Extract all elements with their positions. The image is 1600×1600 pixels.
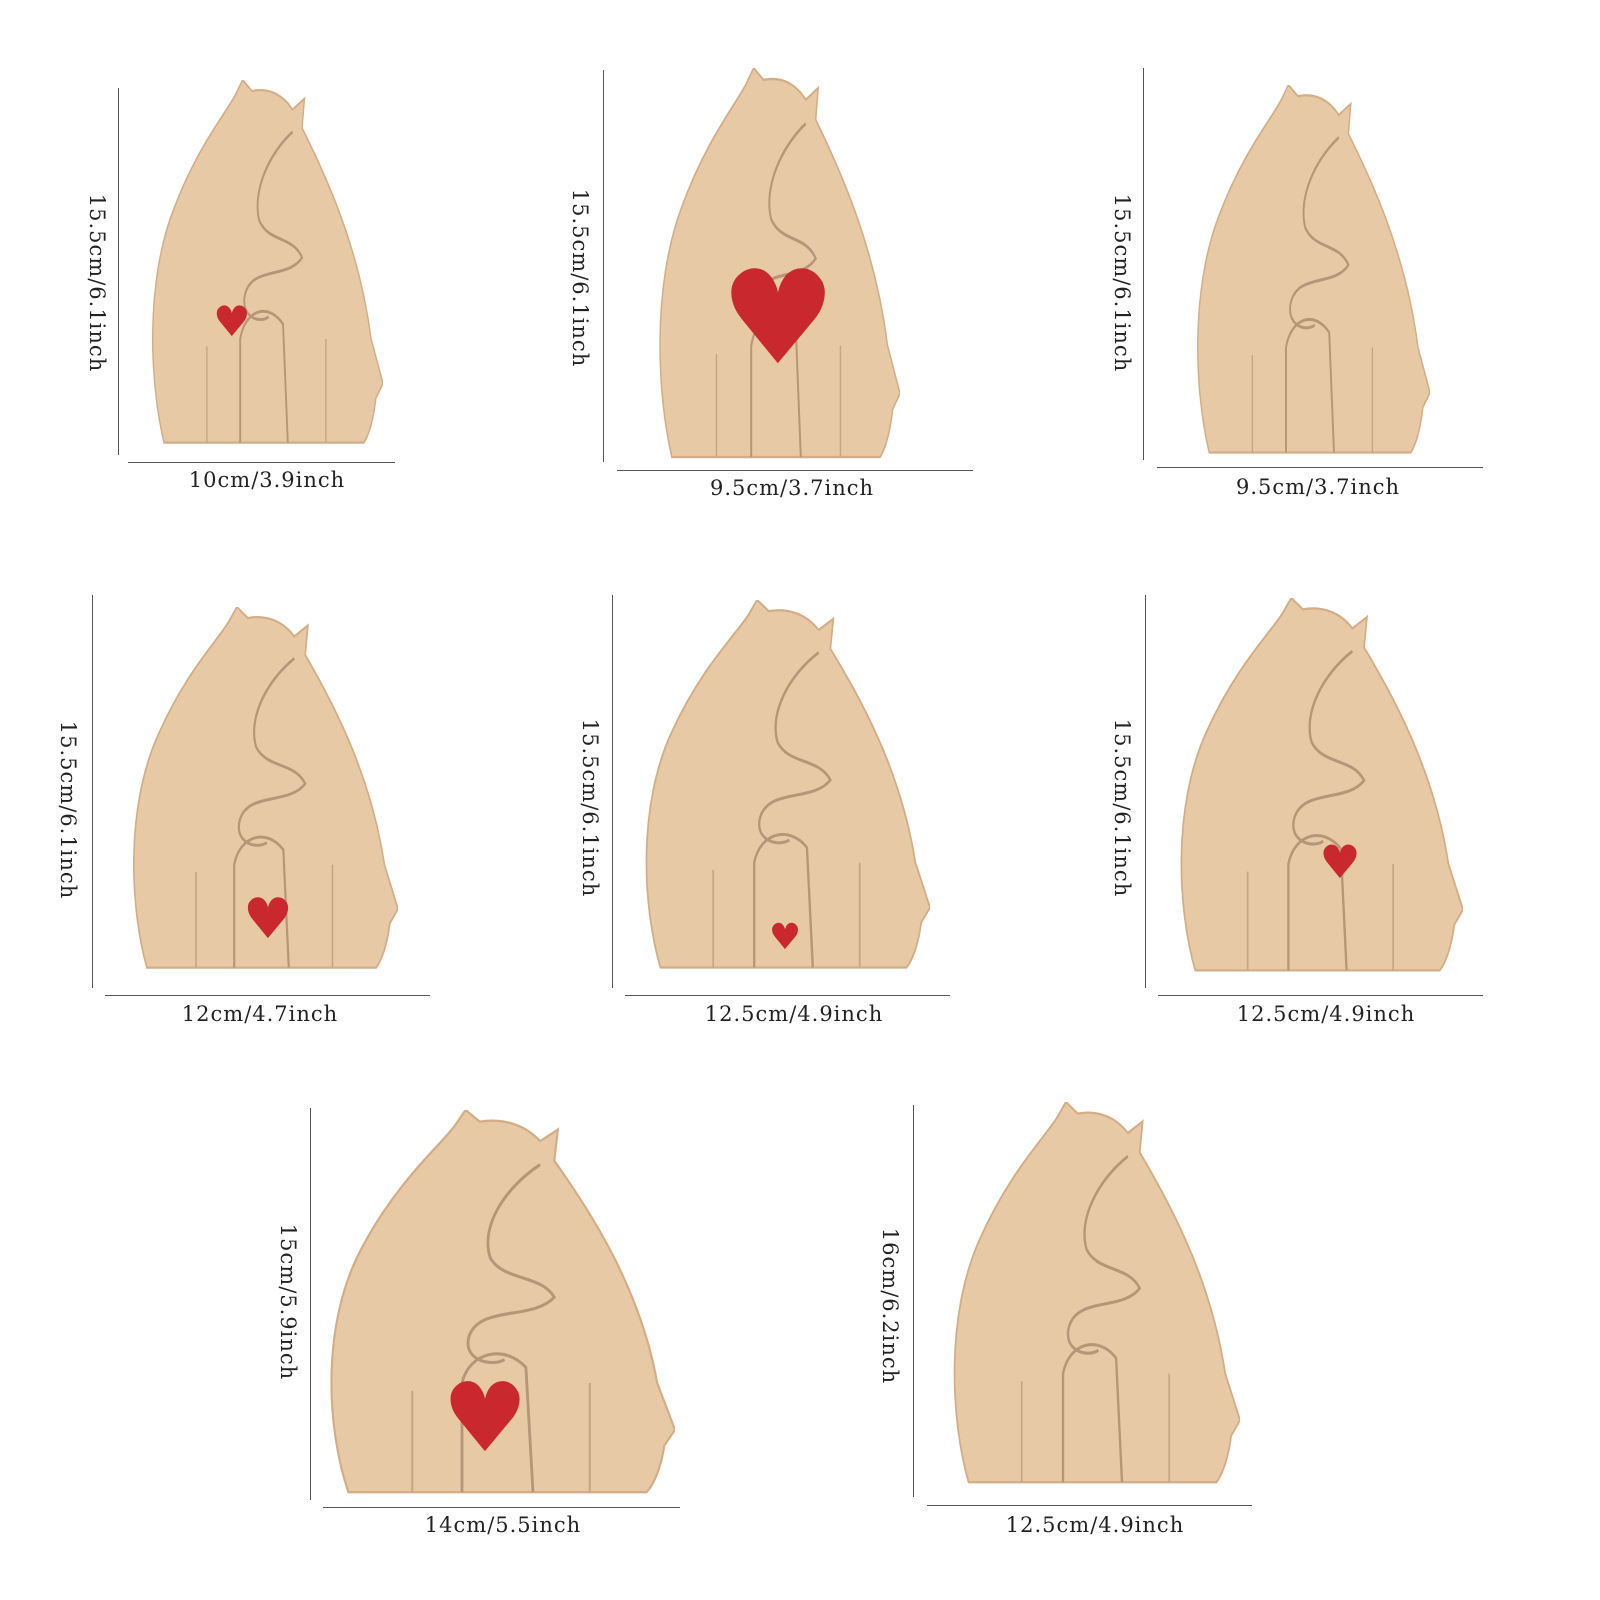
- width-dimension-line: [323, 1507, 680, 1508]
- width-label: 14cm/5.5inch: [424, 1513, 582, 1537]
- bear-puzzle-image: [945, 1102, 1240, 1490]
- height-label: 15.5cm/6.1inch: [85, 193, 109, 373]
- heart-icon: ♥: [768, 917, 802, 958]
- width-label: 12.5cm/4.9inch: [1236, 1002, 1416, 1026]
- height-dimension-line: [92, 595, 93, 988]
- bear-puzzle-image: [1172, 598, 1463, 978]
- width-label: 10cm/3.9inch: [188, 468, 346, 492]
- heart-icon: ♥: [441, 1362, 529, 1474]
- height-dimension-line: [310, 1108, 311, 1500]
- width-dimension-line: [128, 462, 395, 463]
- height-label: 15cm/5.9inch: [276, 1223, 300, 1381]
- width-dimension-line: [1157, 467, 1483, 468]
- height-dimension-line: [1145, 595, 1146, 988]
- heart-icon: ♥: [1319, 835, 1361, 889]
- width-label: 9.5cm/3.7inch: [1235, 475, 1401, 499]
- height-label: 15.5cm/6.1inch: [578, 718, 602, 898]
- width-dimension-line: [927, 1505, 1252, 1506]
- width-label: 12.5cm/4.9inch: [1005, 1513, 1185, 1537]
- height-dimension-line: [118, 88, 119, 455]
- height-label: 15.5cm/6.1inch: [56, 720, 80, 900]
- height-dimension-line: [913, 1105, 914, 1497]
- bear-puzzle-image: [1190, 85, 1430, 460]
- height-label: 16cm/6.2inch: [878, 1227, 902, 1385]
- width-label: 12.5cm/4.9inch: [704, 1002, 884, 1026]
- height-label: 15.5cm/6.1inch: [1110, 718, 1134, 898]
- width-dimension-line: [105, 995, 430, 996]
- heart-icon: ♥: [719, 242, 837, 394]
- heart-icon: ♥: [242, 887, 294, 952]
- width-label: 12cm/4.7inch: [181, 1002, 339, 1026]
- height-dimension-line: [1143, 68, 1144, 460]
- bear-puzzle-image: [145, 80, 383, 450]
- height-dimension-line: [612, 595, 613, 988]
- width-label: 9.5cm/3.7inch: [709, 476, 875, 500]
- heart-icon: ♥: [213, 297, 251, 346]
- height-label: 15.5cm/6.1inch: [1110, 193, 1134, 373]
- height-label: 15.5cm/6.1inch: [568, 188, 592, 368]
- width-dimension-line: [625, 995, 950, 996]
- width-dimension-line: [1158, 995, 1483, 996]
- width-dimension-line: [617, 470, 973, 471]
- height-dimension-line: [603, 70, 604, 462]
